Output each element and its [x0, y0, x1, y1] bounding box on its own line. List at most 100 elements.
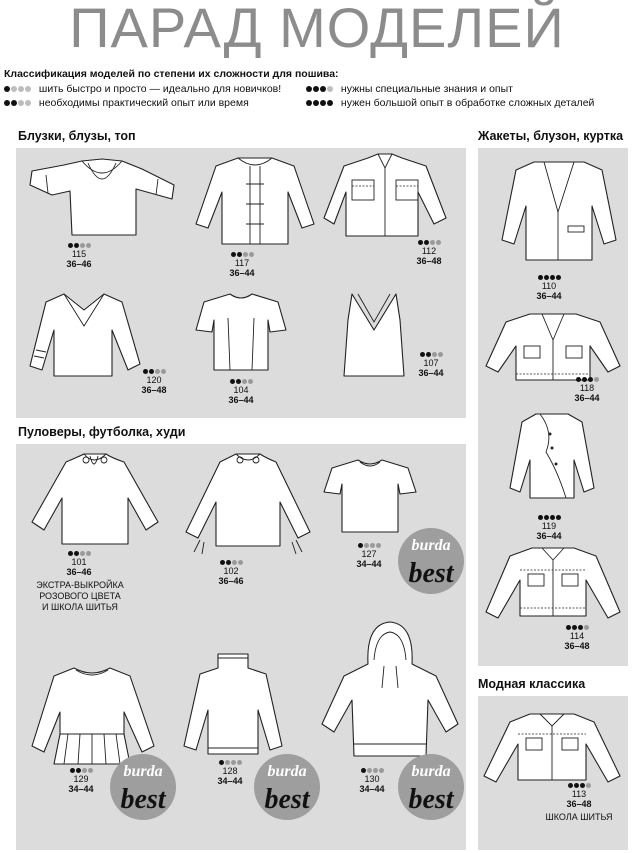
legend-level-2: необходимы практический опыт или время [4, 97, 249, 109]
model-sizes: 36–46 [66, 567, 92, 577]
model-sizes: 36–46 [218, 576, 244, 586]
difficulty-dots [58, 765, 104, 774]
model-120: 120 36–48 [131, 366, 177, 395]
model-number: 119 [541, 521, 557, 531]
page-title: ПАРАД МОДЕЛЕЙ [69, 0, 565, 59]
model-number: 104 [233, 385, 249, 395]
difficulty-dots [219, 249, 265, 258]
model-number: 112 [421, 246, 437, 256]
difficulty-dots [56, 240, 102, 249]
model-114: 114 36–48 [554, 622, 600, 651]
model-sizes: 36–48 [564, 641, 590, 651]
model-number: 128 [222, 766, 238, 776]
sketch-blouse-120 [26, 290, 144, 380]
model-107: 107 36–44 [408, 349, 454, 378]
difficulty-dots [408, 349, 454, 358]
difficulty-dots [56, 548, 102, 557]
model-number: 110 [541, 281, 557, 291]
sketch-top-107 [338, 290, 410, 382]
model-number: 102 [223, 566, 239, 576]
sketch-jacket-119 [506, 412, 598, 504]
difficulty-dots [554, 622, 600, 631]
model-sizes: 36–48 [416, 256, 442, 266]
model-sizes: 34–44 [359, 784, 385, 794]
burda-best-of-badge: burda best of [398, 754, 464, 820]
burda-best-of-badge: burda best of [110, 754, 176, 820]
model-128: 128 34–44 [207, 757, 253, 786]
sketch-blouse-115 [24, 155, 180, 245]
legend-level-3: нужны специальные знания и опыт [306, 83, 513, 95]
model-number: 129 [73, 774, 89, 784]
sketch-tshirt-127 [322, 456, 418, 536]
model-number: 130 [364, 774, 380, 784]
sketch-pullover-129 [28, 662, 158, 766]
model-sizes: 36–44 [418, 368, 444, 378]
model-sizes: 36–48 [141, 385, 167, 395]
sketch-jacket-113 [482, 712, 622, 786]
difficulty-dots [349, 765, 395, 774]
sketch-shirt-112 [322, 152, 450, 242]
model-number: 118 [579, 383, 595, 393]
section-title-classic: Модная классика [478, 677, 586, 691]
model-sizes: 36–44 [228, 395, 254, 405]
model-number: 117 [234, 258, 250, 268]
model-number: 115 [71, 249, 87, 259]
section-title-blouses: Блузки, блузы, топ [18, 129, 136, 143]
model-number: 120 [146, 375, 162, 385]
sketch-hoodie-130 [316, 620, 462, 764]
model-102: 102 36–46 [208, 557, 254, 586]
sketch-blouse-117 [190, 154, 320, 254]
sketch-pullover-102 [180, 452, 316, 556]
difficulty-dots [218, 376, 264, 385]
model-sizes: 36–48 [566, 799, 592, 809]
section-title-jackets: Жакеты, блузон, куртка [478, 129, 624, 143]
model-119: 119 36–44 [526, 512, 572, 541]
model-130: 130 34–44 [349, 765, 395, 794]
difficulty-dots [208, 557, 254, 566]
model-127: 127 34–44 [346, 540, 392, 569]
legend-level-4: нужен большой опыт в обработке сложных д… [306, 97, 594, 109]
difficulty-dots [526, 512, 572, 521]
model-sizes: 34–44 [356, 559, 382, 569]
difficulty-dots [346, 540, 392, 549]
model-117: 117 36–44 [219, 249, 265, 278]
difficulty-dots [556, 780, 602, 789]
sketch-jacket-110 [500, 156, 618, 266]
difficulty-dots [207, 757, 253, 766]
model-sizes: 36–44 [574, 393, 600, 403]
model-number: 114 [569, 631, 585, 641]
difficulty-dots [526, 272, 572, 281]
model-sizes: 36–44 [229, 268, 255, 278]
sketch-jacket-114 [484, 546, 622, 622]
model-113: 113 36–48 [556, 780, 602, 809]
model-sizes: 36–46 [66, 259, 92, 269]
model-number: 127 [361, 549, 377, 559]
model-118: 118 36–44 [564, 374, 610, 403]
model-sizes: 36–44 [536, 291, 562, 301]
model-number: 107 [423, 358, 439, 368]
difficulty-dots [564, 374, 610, 383]
model-104: 104 36–44 [218, 376, 264, 405]
difficulty-dots [131, 366, 177, 375]
model-129: 129 34–44 [58, 765, 104, 794]
model-110: 110 36–44 [526, 272, 572, 301]
burda-best-of-badge: burda best of [398, 528, 464, 594]
difficulty-dots [406, 237, 452, 246]
sketch-pullover-101 [28, 452, 162, 548]
burda-best-of-badge: burda best of [254, 754, 320, 820]
classification-heading: Классификация моделей по степени их слож… [4, 68, 339, 80]
model-number: 101 [71, 557, 87, 567]
model-113-note: ШКОЛА ШИТЬЯ [545, 812, 613, 822]
model-sizes: 34–44 [68, 784, 94, 794]
sketch-top-104 [194, 290, 288, 374]
model-101-note: ЭКСТРА-ВЫКРОЙКА РОЗОВОГО ЦВЕТА И ШКОЛА Ш… [36, 580, 124, 612]
model-101: 101 36–46 [56, 548, 102, 577]
model-112: 112 36–48 [406, 237, 452, 266]
model-115: 115 36–46 [56, 240, 102, 269]
model-sizes: 36–44 [536, 531, 562, 541]
section-title-pullovers: Пуловеры, футболка, худи [18, 425, 186, 439]
model-sizes: 34–44 [217, 776, 243, 786]
legend-level-1: шить быстро и просто — идеально для нови… [4, 83, 281, 95]
model-number: 113 [571, 789, 587, 799]
sketch-turtleneck-128 [180, 650, 286, 758]
